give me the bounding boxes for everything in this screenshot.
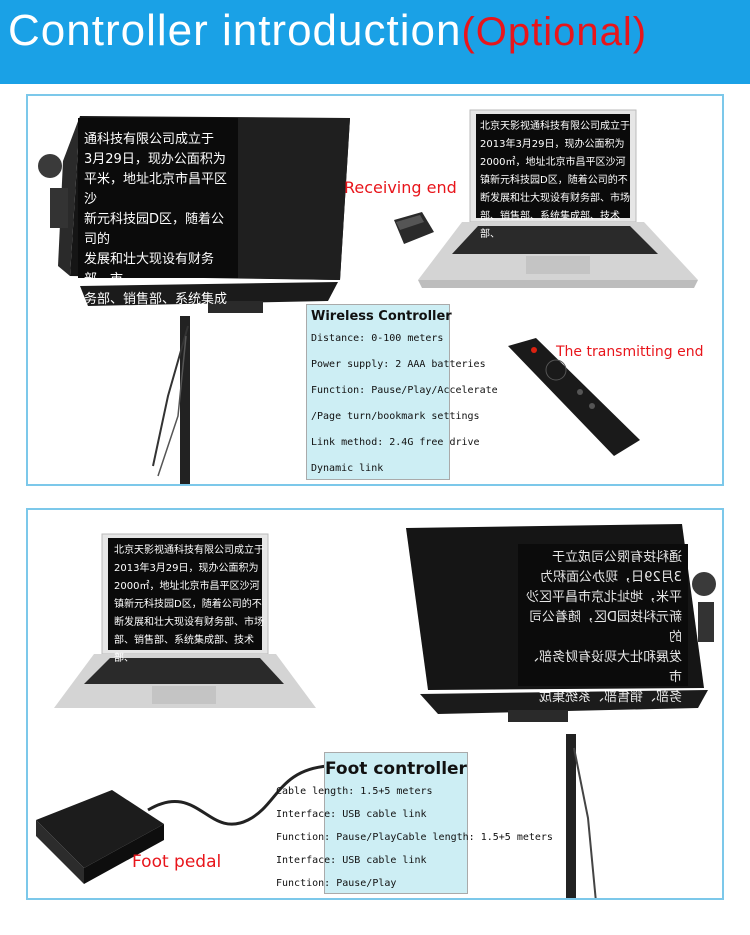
foot-panel: 北京天影视通科技有限公司成立于 2013年3月29日，现办公面积为 2000㎡，… bbox=[26, 508, 724, 900]
receiving-end-label: Receiving end bbox=[344, 178, 457, 197]
wireless-spec-box: Wireless Controller Distance: 0-100 mete… bbox=[306, 304, 498, 480]
laptop-text-2: 北京天影视通科技有限公司成立于 2013年3月29日，现办公面积为 2000㎡，… bbox=[114, 545, 264, 664]
foot-spec-box: Foot controller bbox=[324, 752, 468, 894]
teleprompter-illustration bbox=[38, 116, 350, 484]
teleprompter-mirrored-text: 通科技有限公司成立于 3月29日，现办公面积为 平米，地址北京市昌平区沙 新元科… bbox=[525, 550, 682, 725]
wireless-panel: 通科技有限公司成立于 3月29日，现办公面积为 平米，地址北京市昌平区沙 新元科… bbox=[26, 94, 724, 486]
foot-pedal-icon bbox=[36, 764, 329, 884]
foot-spec-lines: Cable length: 1.5+5 meters Interface: US… bbox=[276, 786, 553, 889]
title-optional: (Optional) bbox=[461, 10, 648, 54]
usb-receiver-icon bbox=[394, 212, 434, 244]
wireless-spec-lines: Distance: 0-100 meters Power supply: 2 A… bbox=[311, 333, 498, 474]
remote-control-icon bbox=[508, 338, 640, 456]
transmitting-end-label: The transmitting end bbox=[556, 344, 704, 360]
header-banner: Controller introduction(Optional) bbox=[0, 0, 750, 84]
title-text: Controller introduction bbox=[8, 6, 462, 55]
teleprompter-text: 通科技有限公司成立于 3月29日，现办公面积为 平米，地址北京市昌平区沙 新元科… bbox=[84, 132, 228, 327]
teleprompter-illustration-2 bbox=[406, 524, 716, 898]
wireless-box-title: Wireless Controller bbox=[311, 309, 452, 324]
foot-pedal-label: Foot pedal bbox=[132, 852, 222, 872]
laptop-text: 北京天影视通科技有限公司成立于 2013年3月29日，现办公面积为 2000㎡，… bbox=[480, 121, 630, 240]
page-title: Controller introduction(Optional) bbox=[8, 6, 647, 56]
laptop-illustration bbox=[418, 109, 698, 288]
foot-box-title: Foot controller bbox=[325, 759, 467, 779]
laptop-illustration-2 bbox=[54, 533, 316, 708]
